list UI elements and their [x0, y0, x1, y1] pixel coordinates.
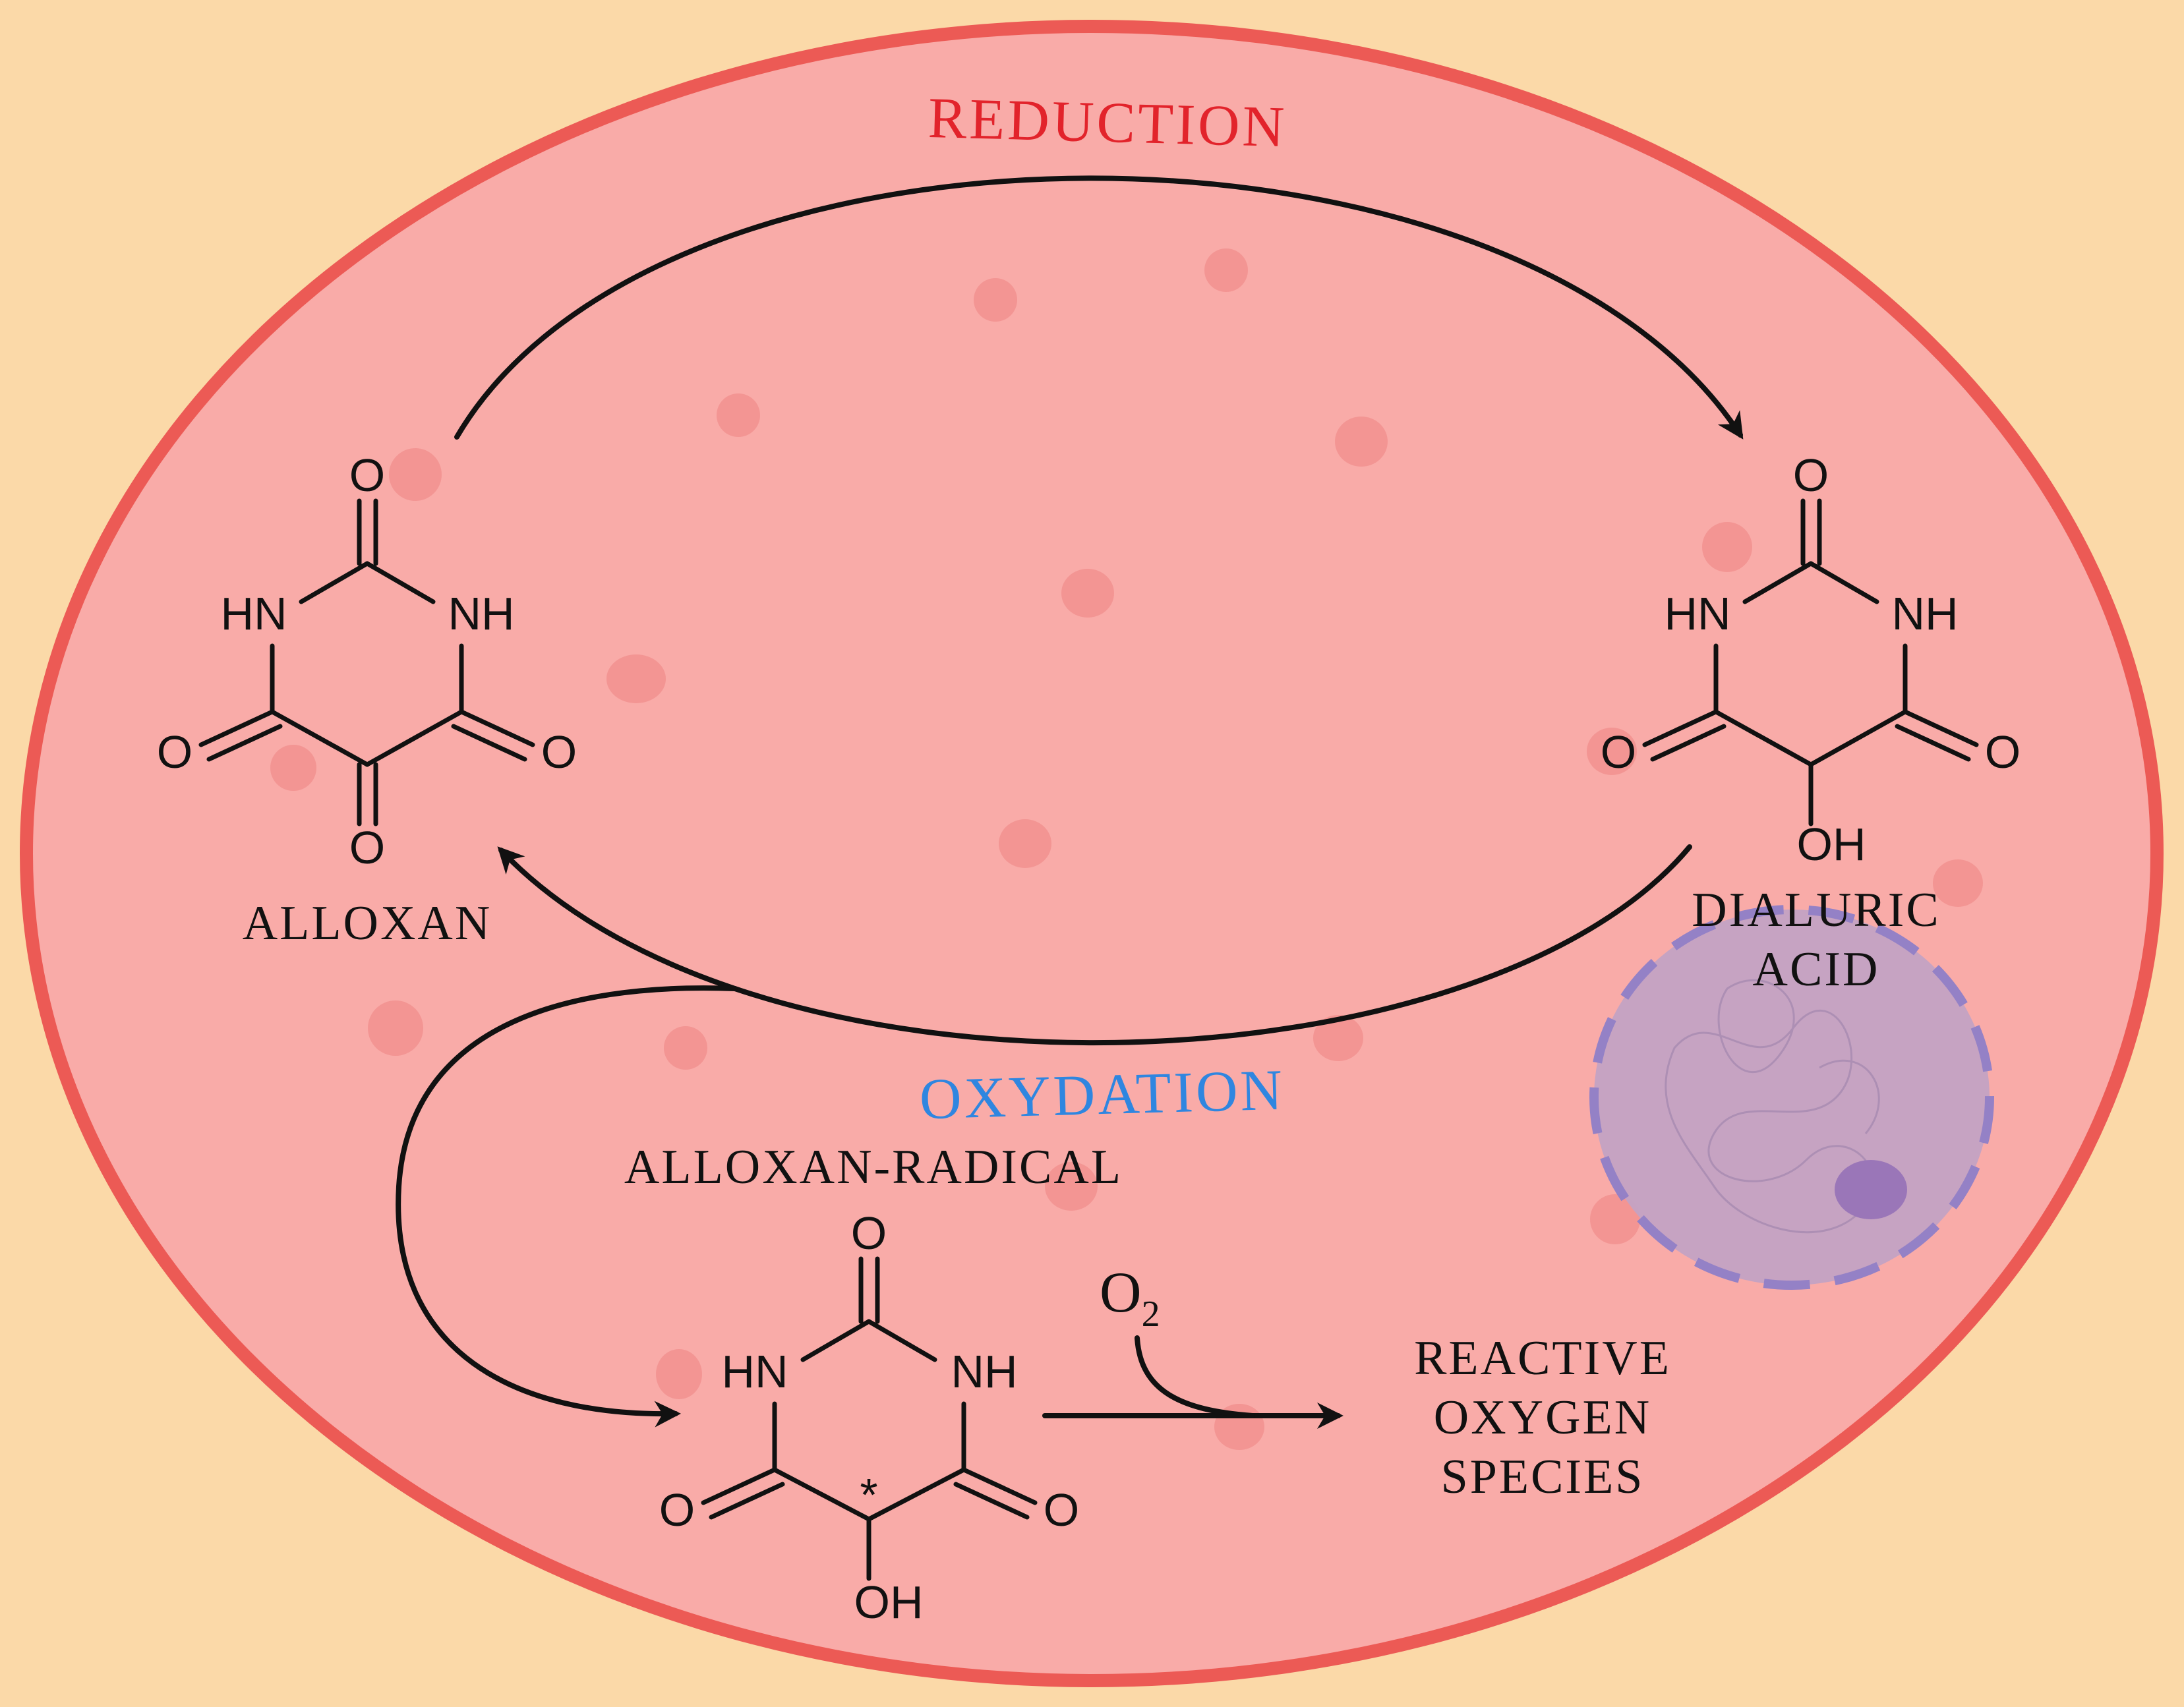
vesicle	[664, 1026, 707, 1070]
ros-label-line1: REACTIVE	[1414, 1331, 1671, 1385]
dialuric-atom-o-right: O	[1985, 726, 2021, 778]
oxygen-reactant: O2	[1100, 1261, 1160, 1335]
dialuric-acid-label-line2: ACID	[1753, 942, 1880, 997]
vesicle	[1045, 1162, 1098, 1211]
oxidation-label: OXYDATION	[919, 1058, 1286, 1132]
nucleolus	[1835, 1160, 1907, 1219]
vesicle	[974, 278, 1017, 322]
alloxan-atom-o-left: O	[157, 726, 192, 778]
radical-atom-hn: HN	[721, 1346, 788, 1397]
reduction-label: REDUCTION	[928, 86, 1288, 159]
vesicle	[270, 745, 316, 791]
vesicle	[368, 1000, 423, 1056]
alloxan-atom-o-right: O	[541, 726, 577, 778]
vesicle	[1702, 522, 1752, 572]
vesicle	[1933, 859, 1983, 907]
vesicle	[717, 393, 760, 437]
chromatin	[1665, 979, 1880, 1234]
radical-atom-o-top: O	[851, 1207, 887, 1259]
alloxan-atom-nh: NH	[448, 588, 514, 639]
alloxan-atom-o-top: O	[349, 449, 385, 501]
cytoplasm-vesicles	[270, 248, 1983, 1450]
vesicle	[606, 654, 666, 703]
vesicle	[1590, 1194, 1640, 1244]
vesicle	[1335, 417, 1388, 467]
alloxan-atom-o-bottom: O	[349, 822, 385, 873]
dialuric-atom-o-left: O	[1601, 726, 1636, 778]
vesicle	[389, 448, 442, 501]
radical-atom-nh: NH	[951, 1346, 1017, 1397]
oxidation-arrow	[497, 844, 1692, 1046]
nucleus	[1589, 905, 1994, 1290]
alloxan-atom-hn: HN	[220, 588, 287, 639]
oxygen-subscript: 2	[1142, 1294, 1160, 1335]
vesicle	[999, 819, 1051, 868]
radical-atom-oh: OH	[854, 1577, 924, 1628]
ros-label-line2: OXYGEN	[1434, 1391, 1651, 1445]
vesicle	[1204, 248, 1248, 292]
radical-atom-o-right: O	[1044, 1484, 1079, 1536]
oxygen-symbol: O	[1100, 1261, 1142, 1325]
dialuric-atom-hn: HN	[1664, 588, 1730, 639]
reduction-arrow	[454, 175, 1744, 440]
vesicle	[1313, 1015, 1363, 1061]
ros-label-line3: SPECIES	[1441, 1450, 1645, 1504]
alloxan-structure: O HN NH O O O	[157, 449, 577, 873]
cell-membrane	[20, 20, 2164, 1687]
alloxan-label: ALLOXAN	[243, 896, 492, 950]
radical-mark: *	[860, 1469, 877, 1520]
alloxan-radical-label: ALLOXAN-RADICAL	[624, 1140, 1123, 1194]
dialuric-acid-label-line1: DIALURIC	[1692, 883, 1941, 937]
oxygen-input-curve	[1135, 1335, 1255, 1418]
vesicle	[1061, 569, 1114, 618]
alloxan-radical-structure: O HN NH O O OH *	[659, 1207, 1079, 1628]
radical-formation-arrow	[396, 985, 738, 1428]
vesicle	[1587, 728, 1637, 775]
vesicle	[656, 1349, 702, 1399]
dialuric-atom-nh: NH	[1891, 588, 1958, 639]
dialuric-acid-structure: O HN NH O O OH	[1601, 449, 2021, 870]
radical-atom-o-left: O	[659, 1484, 695, 1536]
dialuric-atom-o-top: O	[1793, 449, 1829, 501]
dialuric-atom-oh: OH	[1797, 819, 1866, 870]
